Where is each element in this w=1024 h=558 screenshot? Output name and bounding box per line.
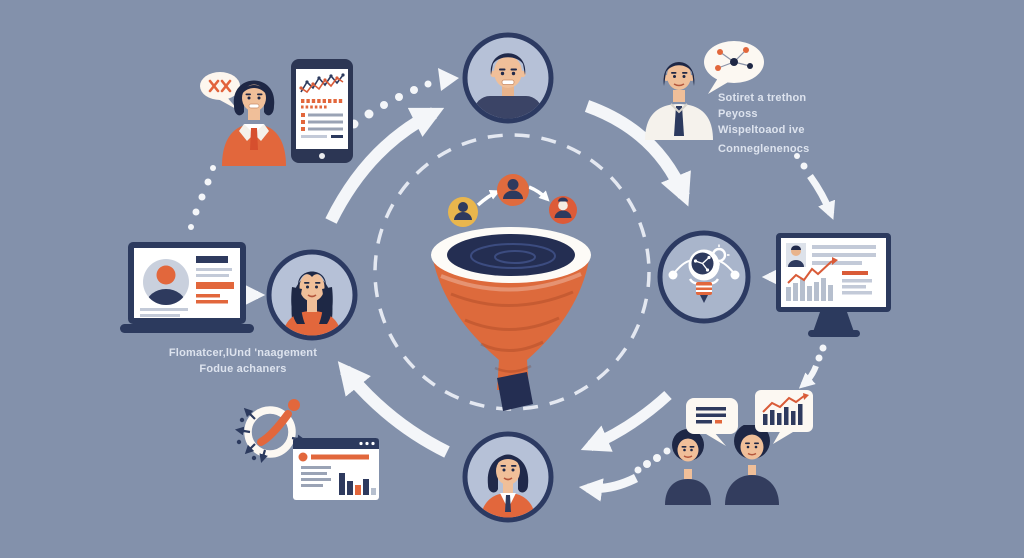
customer-avatar-bottom <box>462 431 554 523</box>
speech-bubble-notes-icon <box>686 398 738 446</box>
dotted-curve-phone-to-avatar <box>349 68 459 129</box>
arrow-bottom-to-left-avatar <box>337 361 450 458</box>
annotation-top-right: Sotiret a trethon Peyoss Wispeltoaod ive… <box>718 90 868 157</box>
idea-lightbulb-badge <box>657 230 751 324</box>
lead-person-yellow-icon <box>448 197 478 227</box>
dashed-cycle-circle <box>373 133 651 411</box>
funnel-tip <box>497 372 533 411</box>
dots-team-to-avatar <box>634 447 671 474</box>
annotation-top-right-line2: Peyoss <box>718 108 758 120</box>
team-member-large <box>725 425 779 505</box>
lead-person-orange-icon <box>497 174 529 206</box>
team-member-small <box>665 429 711 505</box>
customer-avatar-left <box>266 249 358 341</box>
lead-person-red-icon <box>549 196 577 224</box>
analytics-monitor-icon <box>776 233 891 337</box>
phone-list-rows <box>301 113 343 138</box>
phone-line-chart <box>299 73 345 94</box>
arrow-lower-to-bottom-avatar <box>578 473 639 502</box>
funnel-liquid <box>447 234 575 276</box>
arrow-upper-to-bottom-avatar <box>580 390 672 452</box>
team-members-icon <box>665 425 779 505</box>
phone-dashed-rows <box>301 99 343 109</box>
speech-bubble-growth-chart-icon <box>755 390 813 444</box>
dots-monitor-to-bubble <box>815 344 827 362</box>
consultant-woman-icon <box>222 80 286 166</box>
speech-bubble-scribble-icon <box>200 72 240 110</box>
monitor-profile-photo <box>786 243 806 267</box>
annotation-top-right-line1: Sotiret a trethon <box>718 92 807 104</box>
browser-bar-chart <box>339 473 376 495</box>
annotation-bottom-left: Flomatcer,lUnd 'naagement Fodue achaners <box>128 345 358 377</box>
annotation-bottom-left-line1: Flomatcer,lUnd 'naagement <box>168 347 318 359</box>
prospect-avatar-top <box>462 32 554 124</box>
funnel-icon <box>431 227 591 411</box>
arrow-text-to-monitor <box>807 173 836 220</box>
arrow-avatar-to-lightbulb <box>584 100 691 207</box>
annotation-bottom-left-line2: Fodue achaners <box>199 363 287 375</box>
monitor-bar-chart <box>786 278 833 301</box>
lead-icons <box>448 174 577 227</box>
annotation-top-right-line4: Conneglenenocs <box>718 143 810 155</box>
speech-bubble-network-icon <box>704 41 764 94</box>
browser-report-icon <box>293 438 379 500</box>
dotted-curve-to-laptop <box>188 165 216 230</box>
dots-text-to-monitor <box>794 153 808 170</box>
arrow-monitor-to-chart-bubble <box>798 364 819 389</box>
target-network-icon <box>234 399 307 463</box>
consultant-man-icon <box>645 62 713 140</box>
profile-laptop-icon <box>120 242 254 333</box>
arrow-up-to-top-avatar <box>325 107 445 224</box>
smartphone-analytics-icon <box>291 59 353 163</box>
bubble-bar-chart <box>763 404 803 425</box>
annotation-top-right-line3: Wispeltoaod ive <box>718 124 805 136</box>
